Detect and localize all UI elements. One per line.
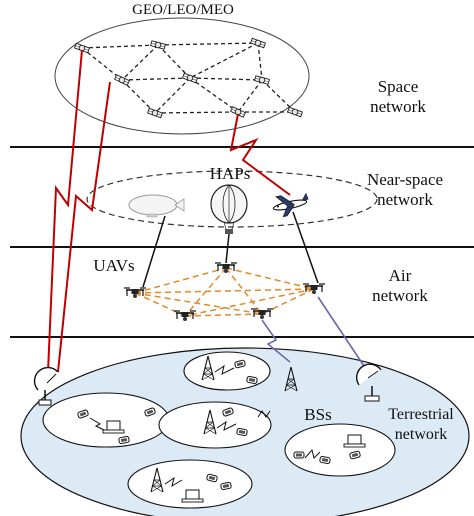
satellite-dish-left [33,366,59,406]
layer-label-near-space: Near-space network [345,170,465,210]
uavs [123,262,326,322]
layer-label-line2: network [377,190,433,209]
user-devices [76,359,366,503]
uavs-label: UAVs [93,256,135,275]
layer-label-line1: Near-space [366,170,444,189]
satellite-links-red [47,49,291,373]
layer-label-line1: Terrestrial [388,406,454,423]
layer-label-line2: network [394,426,448,443]
wireless-links [89,364,321,488]
layer-label-line1: Space [377,77,419,96]
balloon [210,184,248,234]
airplane [272,192,309,218]
layer-label-space: Space network [348,77,448,117]
layer-label-line2: network [372,286,428,305]
layer-label-line1: Air [388,266,412,285]
satellite-dish-right [356,363,382,402]
near-space-air-links [142,211,319,288]
satellites [74,37,303,119]
layer-label-terrestrial: Terrestrial network [372,405,470,445]
layer-label-line2: network [370,97,426,116]
cells [42,351,396,509]
bss-label: BSs [304,405,332,424]
satellite-links [81,42,296,114]
airship [128,194,185,218]
near-space-orbit [86,170,378,228]
haps-label: HAPs [209,164,251,183]
air-ground-links [261,296,369,373]
space-orbit [54,17,310,135]
uav-mesh [134,267,315,317]
layer-label-air: Air network [350,266,450,306]
top-title: GEO/LEO/MEO [132,2,234,18]
